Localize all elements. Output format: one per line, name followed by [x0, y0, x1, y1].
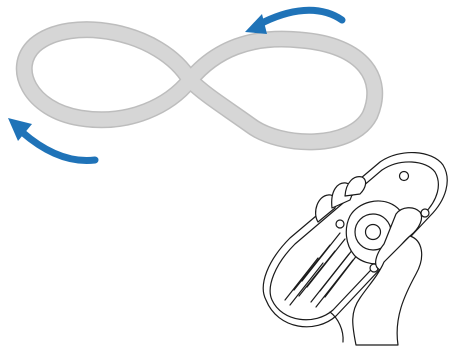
- curved-arrow-top-icon: [245, 10, 342, 34]
- figure-eight-motion-path: [24, 30, 374, 142]
